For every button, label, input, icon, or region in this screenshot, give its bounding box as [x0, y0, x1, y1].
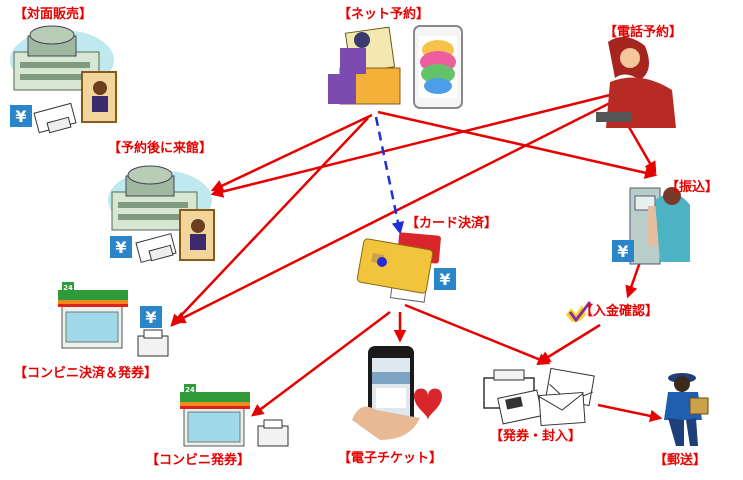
postman-illustration	[664, 373, 709, 446]
checkmark-icon	[566, 301, 592, 323]
arrow-phone-to-visit	[210, 93, 611, 198]
smartphone-seat-map-icon	[413, 25, 463, 109]
label-e-ticket: 【電子チケット】	[338, 451, 443, 466]
label-convenience-payment-ticketing: 【コンビニ決済＆発券】	[14, 366, 158, 381]
ticket-printer-icon	[137, 329, 169, 357]
ticket-printer-icon	[257, 419, 289, 447]
convenience-store-illustration: 24	[58, 282, 128, 349]
arrow-net-to-transfer	[377, 110, 658, 179]
yen-icon: ¥	[434, 268, 456, 290]
yen-icon: ¥	[110, 236, 132, 258]
yen-icon: ¥	[140, 306, 162, 328]
atm-transfer-illustration	[629, 187, 690, 265]
visit-after-reservation-illustration	[108, 165, 215, 261]
arrow-net-to-conv1	[170, 117, 369, 327]
svg-text:¥: ¥	[145, 308, 156, 327]
arrow-transfer-to-confirm	[625, 261, 642, 299]
arrow-phone-to-conv1	[172, 100, 613, 324]
credit-card-illustration	[356, 232, 441, 303]
convenience-store-illustration: 24	[180, 384, 250, 447]
svg-text:¥: ¥	[15, 107, 26, 126]
arrow-net-to-card-dashed	[374, 116, 405, 235]
label-phone-reservation: 【電話予約】	[604, 25, 683, 40]
arrow-enclose-to-mail	[597, 403, 663, 423]
svg-text:24: 24	[185, 386, 195, 394]
svg-text:¥: ¥	[439, 270, 450, 289]
label-ticketing-enclosing: 【発券・封入】	[490, 429, 582, 444]
heart-icon	[414, 388, 442, 420]
arrow-card-to-conv2	[251, 311, 391, 417]
arrow-card-to-enclose	[404, 303, 551, 366]
counter-sales-illustration	[10, 25, 117, 123]
svg-text:¥: ¥	[617, 242, 628, 261]
label-bank-transfer: 【振込】	[666, 180, 719, 195]
label-card-payment: 【カード決済】	[406, 216, 498, 231]
arrow-confirm-to-enclose	[537, 323, 601, 364]
ticket-printer-icon	[135, 233, 177, 263]
e-ticket-smartphone-illustration	[352, 346, 420, 440]
ticketing-enclosing-illustration	[483, 367, 595, 427]
label-convenience-ticketing: 【コンビニ発券】	[146, 453, 251, 468]
yen-icon: ¥	[612, 240, 634, 262]
label-payment-confirmation: 【入金確認】	[580, 304, 659, 319]
svg-text:24: 24	[63, 284, 73, 292]
arrow-net-to-visit	[210, 113, 373, 192]
label-mail-delivery: 【郵送】	[654, 453, 707, 468]
label-visit-after-reservation: 【予約後に来館】	[108, 141, 213, 156]
phone-reservation-illustration	[596, 36, 676, 128]
yen-icon: ¥	[10, 105, 32, 127]
label-counter-sales: 【対面販売】	[14, 7, 93, 22]
ticket-printer-icon	[33, 102, 77, 134]
net-reservation-illustration	[328, 26, 401, 105]
label-net-reservation: 【ネット予約】	[338, 7, 430, 22]
svg-text:¥: ¥	[115, 238, 126, 257]
